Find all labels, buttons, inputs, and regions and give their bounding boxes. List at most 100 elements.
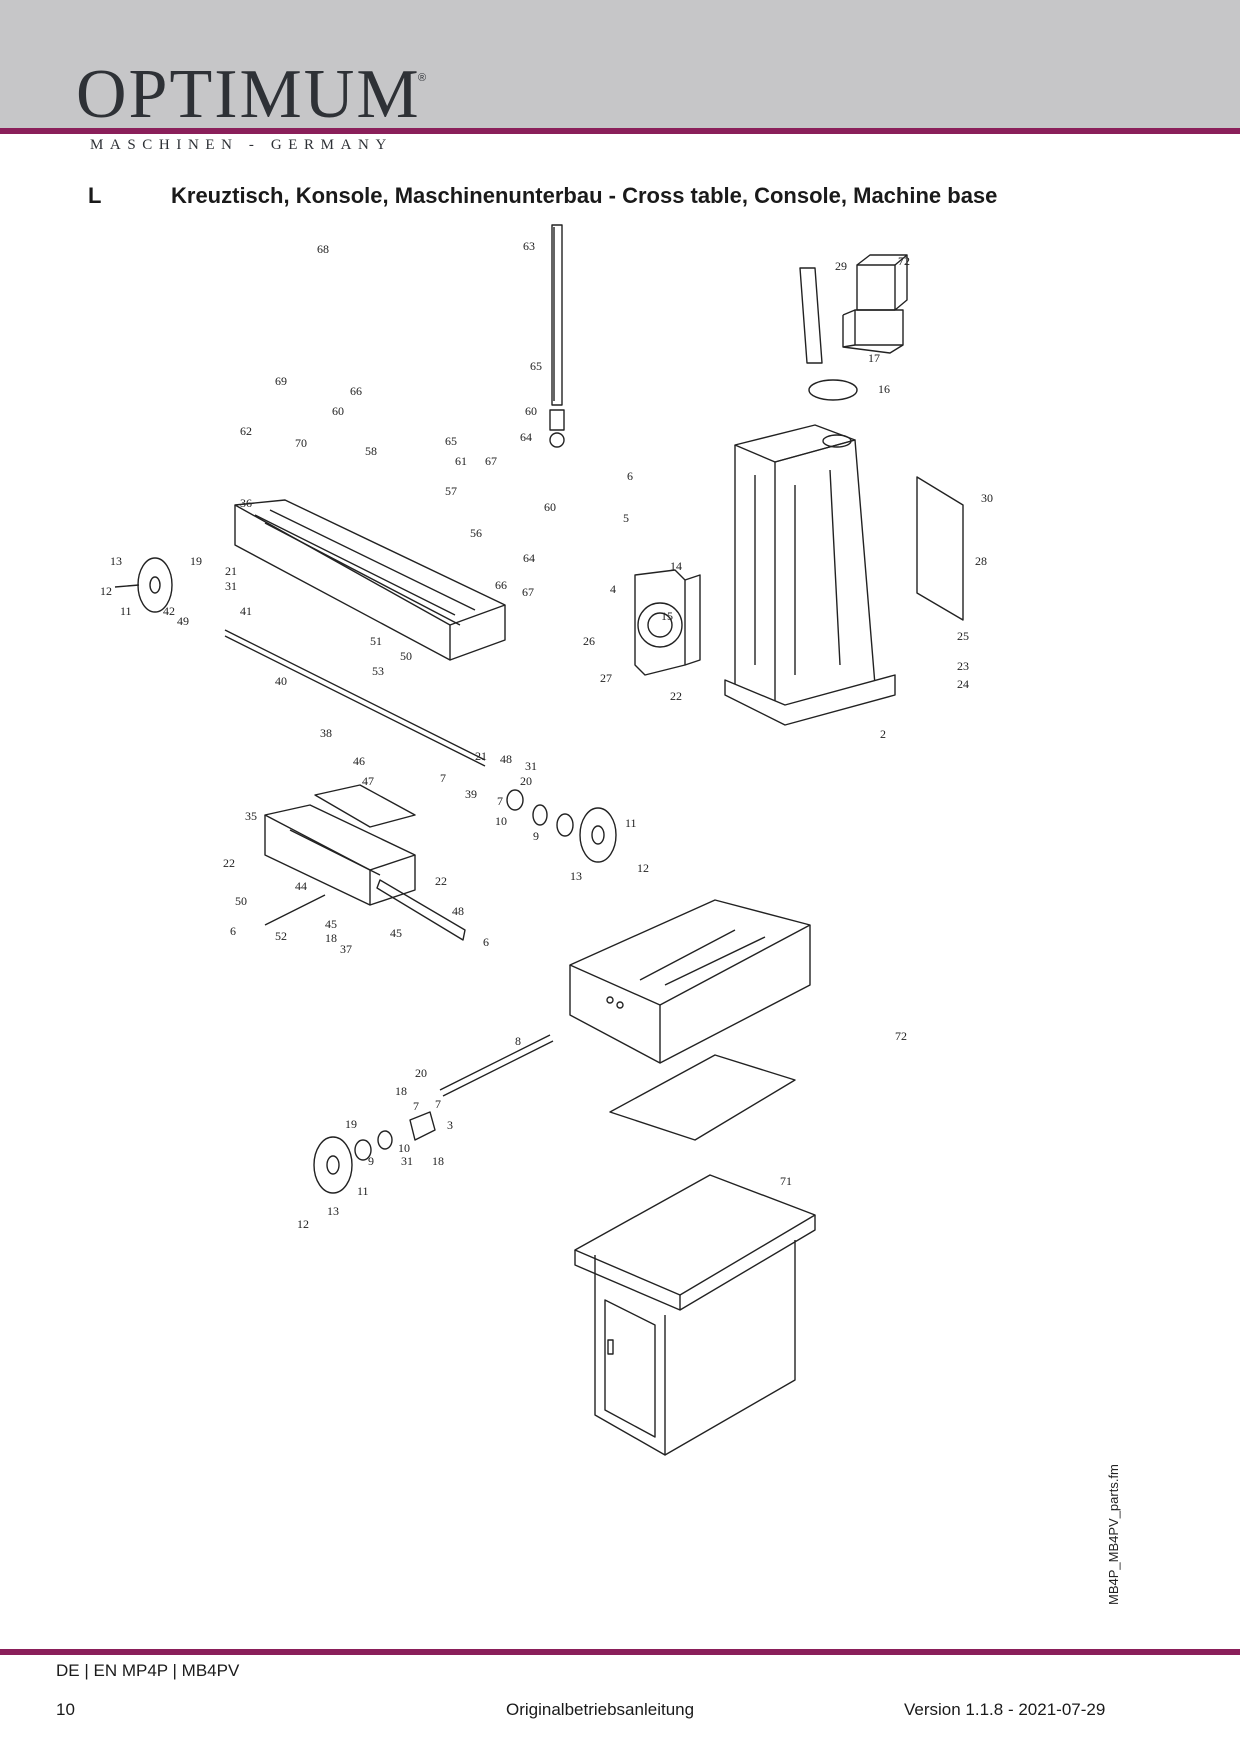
console-4-shape	[634, 569, 701, 676]
part-label: 13	[110, 554, 122, 568]
part-label: 45	[390, 926, 402, 940]
part-label: 24	[957, 677, 969, 691]
part-label: 22	[435, 874, 447, 888]
part-label: 60	[525, 404, 537, 418]
part-label: 50	[400, 649, 412, 663]
part-label: 5	[623, 511, 629, 525]
part-label: 7	[497, 794, 503, 808]
part-label: 71	[780, 1174, 792, 1188]
part-label: 67	[485, 454, 497, 468]
registered-mark: ®	[418, 72, 427, 84]
part-label: 65	[445, 434, 457, 448]
part-label: 52	[275, 929, 287, 943]
machine-base-1-shape	[569, 899, 811, 1064]
part-label: 25	[957, 629, 969, 643]
part-label: 47	[362, 774, 374, 788]
rod-52-shape	[264, 894, 326, 926]
part-label: 15	[661, 609, 673, 623]
part-label: 66	[495, 578, 507, 592]
part-label: 7	[440, 771, 446, 785]
part-label: 64	[520, 430, 532, 444]
part-label: 48	[452, 904, 464, 918]
part-label: 12	[297, 1217, 309, 1231]
optimum-logo: OPTIMUM	[76, 56, 421, 133]
leadscrew-8-shape	[439, 1034, 554, 1097]
footer-page-number: 10	[56, 1700, 75, 1719]
part-label: 11	[120, 604, 132, 618]
part-label: 10	[495, 814, 507, 828]
part-label: 11	[625, 816, 637, 830]
part-label: 31	[401, 1154, 413, 1168]
part-label: 37	[340, 942, 352, 956]
part-label: 72	[895, 1029, 907, 1043]
feed-shaft-41-shape	[224, 629, 486, 767]
part-label: 11	[357, 1184, 369, 1198]
handwheel-11-right-shape	[506, 789, 617, 863]
cross-table-36-shape	[234, 499, 506, 661]
motor-70-shape	[842, 254, 908, 354]
part-label: 10	[398, 1141, 410, 1155]
part-label: 2	[880, 727, 886, 741]
part-label: 48	[500, 752, 512, 766]
part-label: 4	[610, 582, 616, 596]
part-label: 22	[670, 689, 682, 703]
part-label: 53	[372, 664, 384, 678]
part-label: 6	[483, 935, 489, 949]
part-label: 9	[368, 1154, 374, 1168]
part-label: 19	[190, 554, 202, 568]
part-label: 6	[230, 924, 236, 938]
part-label: 21	[475, 749, 487, 763]
part-label: 72	[898, 254, 910, 268]
logo-tagline: MASCHINEN - GERMANY	[90, 137, 393, 153]
part-label: 26	[583, 634, 595, 648]
part-label: 44	[295, 879, 307, 893]
exploded-parts-diagram: 63 65 60 64 60 64 66 67 56 29 72 17 16 3…	[100, 224, 993, 1456]
part-label: 20	[415, 1066, 427, 1080]
part-label: 22	[223, 856, 235, 870]
part-label: 18	[395, 1084, 407, 1098]
part-label: 16	[878, 382, 890, 396]
part-label: 9	[533, 829, 539, 843]
part-label: 19	[345, 1117, 357, 1131]
part-label: 65	[530, 359, 542, 373]
handwheel-11-upper-shape	[114, 557, 173, 613]
part-label: 63	[523, 239, 535, 253]
part-label: 45	[325, 917, 337, 931]
part-label: 49	[177, 614, 189, 628]
part-label: 67	[522, 585, 534, 599]
part-label: 27	[600, 671, 612, 685]
part-label: 39	[465, 787, 477, 801]
part-label: 13	[327, 1204, 339, 1218]
part-label: 40	[275, 674, 287, 688]
plate-28-shape	[916, 476, 964, 621]
part-label: 60	[544, 500, 556, 514]
part-label: 51	[370, 634, 382, 648]
part-label: 66	[350, 384, 362, 398]
source-file-label: MB4P_MB4PV_parts.fm	[1106, 1464, 1121, 1605]
part-label: 7	[413, 1099, 419, 1113]
part-label: 23	[957, 659, 969, 673]
part-label: 68	[317, 242, 329, 256]
part-label: 30	[981, 491, 993, 505]
plate-72-shape	[609, 1054, 796, 1141]
part-label: 69	[275, 374, 287, 388]
part-label: 6	[627, 469, 633, 483]
part-label: 56	[470, 526, 482, 540]
header-rule	[0, 128, 1240, 134]
part-label: 41	[240, 604, 252, 618]
saddle-35-shape	[264, 784, 416, 906]
part-label: 42	[163, 604, 175, 618]
part-labels: 63 65 60 64 60 64 66 67 56 29 72 17 16 3…	[100, 239, 993, 1231]
part-label: 57	[445, 484, 457, 498]
footer-version: Version 1.1.8 - 2021-07-29	[904, 1700, 1106, 1719]
part-label: 14	[670, 559, 682, 573]
section-title: Kreuztisch, Konsole, Maschinenunterbau -…	[171, 183, 998, 208]
footer-document-title: Originalbetriebsanleitung	[506, 1700, 695, 1719]
part-label: 29	[835, 259, 847, 273]
handwheel-11-lower-shape	[313, 1111, 436, 1194]
part-label: 58	[365, 444, 377, 458]
part-label: 3	[447, 1118, 453, 1132]
part-label: 70	[295, 436, 307, 450]
cover-29-shape	[799, 267, 823, 364]
part-label: 35	[245, 809, 257, 823]
